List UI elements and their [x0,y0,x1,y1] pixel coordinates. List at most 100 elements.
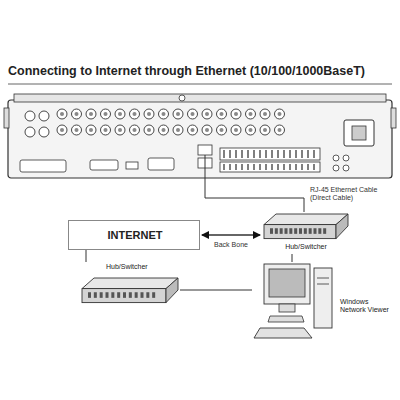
rj45-cable [205,155,304,212]
bnc-connector [115,109,125,119]
dsub-connector [20,160,66,172]
bnc-connector [275,109,285,119]
bnc-pin [205,112,209,116]
bnc-connector [173,109,183,119]
bnc-pin [147,128,151,132]
bnc-pin [60,128,64,132]
terminal-screw [313,150,315,158]
bnc-connector [231,125,241,135]
terminal-screw [283,150,285,158]
terminal-screw [253,164,255,170]
terminal-screw [259,164,261,170]
power-socket-inner [352,126,366,140]
terminal-screw [271,164,273,170]
bnc-connector [86,109,96,119]
bnc-connector [130,125,140,135]
screw [179,95,185,101]
bnc-connector [130,109,140,119]
bnc-connector [144,125,154,135]
bnc-pin [104,128,108,132]
rack-ear [391,108,396,128]
bnc-connector [101,125,111,135]
terminal-screw [235,164,237,170]
hub-switcher: Hub/Switcher [80,262,180,306]
cable-label: RJ-45 Ethernet Cable (Direct Cable) [310,186,396,202]
bnc-connector [260,109,270,119]
bnc-connector [86,125,96,135]
terminal-screw [247,164,249,170]
hub-device [262,212,350,240]
bnc-pin [176,112,180,116]
terminal-screw [277,164,279,170]
serial-connector [148,158,174,170]
terminal-screw [301,150,303,158]
bnc-pin [278,128,282,132]
bnc-connector [173,125,183,135]
terminal-screw [295,150,297,158]
relay-terminal [343,155,349,161]
terminal-screw [307,150,309,158]
bnc-pin [118,112,122,116]
bnc-connector [246,125,256,135]
relay-terminal [333,165,339,171]
bnc-pin [75,128,79,132]
title-rule [8,84,392,85]
bnc-pin [249,128,253,132]
node-label: Hub/Switcher [106,262,180,272]
bnc-connector [188,125,198,135]
terminal-screw [223,164,225,170]
terminal-screw [271,150,273,158]
bnc-pin [220,128,224,132]
bnc-connector [231,109,241,119]
terminal-screw [289,164,291,170]
vga-connector [90,160,118,170]
terminal-screw [223,150,225,158]
terminal-screw [301,164,303,170]
node-label: Windows Network Viewer [340,298,394,314]
bnc-connector [188,109,198,119]
bnc-pin [162,128,166,132]
bnc-connector [57,109,67,119]
node-label: INTERNET [69,221,201,249]
bnc-connector [202,109,212,119]
bnc-pin [234,128,238,132]
bnc-connector [144,109,154,119]
bnc-pin [191,112,195,116]
bnc-connector [260,125,270,135]
terminal-screw [265,150,267,158]
terminal-screw [253,150,255,158]
hdmi-connector [126,162,138,169]
bnc-pin [147,112,151,116]
bnc-connector [115,125,125,135]
bnc-connector [101,109,111,119]
pc-illustration [252,262,336,342]
terminal-screw [283,164,285,170]
bnc-pin [133,112,137,116]
relay-terminal [333,155,339,161]
dvr-rear-panel [8,100,392,178]
terminal-screw [241,150,243,158]
terminal-screw [235,150,237,158]
bnc-pin [234,112,238,116]
network-viewer-pc: Windows Network Viewer [252,262,396,342]
terminal-block [220,162,320,172]
bnc-pin [60,112,64,116]
audio-connector [25,127,35,137]
network-link [292,254,293,262]
bnc-connector [72,109,82,119]
ethernet-port [198,145,212,155]
bnc-pin [263,112,267,116]
bnc-connector [275,125,285,135]
terminal-screw [241,164,243,170]
bnc-connector [159,125,169,135]
bnc-pin [191,128,195,132]
hub-switcher: Hub/Switcher [262,212,350,254]
bnc-pin [263,128,267,132]
bnc-pin [278,112,282,116]
internet-box: INTERNET [68,220,200,250]
bnc-connector [217,125,227,135]
bnc-pin [104,112,108,116]
power-socket [344,120,374,146]
node-label: Hub/Switcher [262,242,350,252]
diagram-title: Connecting to Internet through Ethernet … [8,64,365,78]
